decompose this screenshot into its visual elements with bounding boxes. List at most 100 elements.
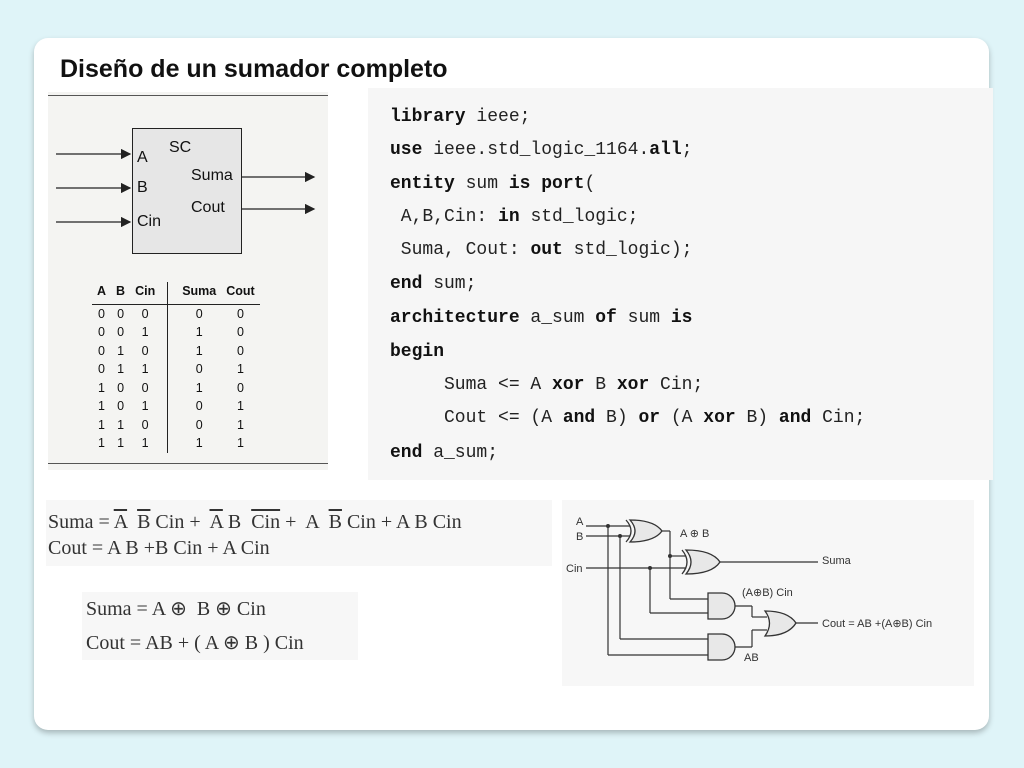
code-keyword: end — [390, 443, 423, 463]
code-text: B) — [735, 408, 779, 428]
circuit-svg: A B Cin A ⊕ B Suma (A⊕B) Cin Cout = AB +… — [566, 516, 932, 664]
code-line: entity sum is port( — [390, 174, 595, 194]
code-keyword: or — [638, 408, 661, 428]
block-and-truth-table-panel: SC A B Cin Suma Cout A B Cin Suma Cout 0… — [48, 92, 328, 470]
code-line: A,B,Cin: in std_logic; — [390, 207, 639, 227]
block-input-b: B — [137, 179, 148, 196]
equation-text: Cin + A B Cin — [341, 511, 462, 533]
circuit-label-b: B — [576, 531, 583, 543]
table-cell: 0 — [195, 417, 203, 432]
table-cell: 1 — [195, 343, 203, 358]
code-line: Suma <= A xor B xor Cin; — [390, 375, 703, 395]
code-text: sum — [454, 174, 509, 194]
code-line: library ieee; — [390, 107, 530, 127]
table-cell: 0 — [130, 304, 169, 323]
code-line: end sum; — [390, 274, 476, 294]
equation-cout-xor: Cout = AB + ( A ⊕ B ) Cin — [86, 632, 304, 654]
table-cell: 0 — [195, 362, 203, 377]
circuit-label-xor1: A ⊕ B — [680, 528, 709, 540]
code-keyword: end — [390, 274, 423, 294]
table-cell: 0 — [98, 362, 105, 377]
code-keyword: begin — [390, 342, 445, 362]
code-text: B) — [595, 408, 639, 428]
code-text — [530, 174, 541, 194]
code-text: Suma, Cout: — [390, 240, 531, 260]
equation-cout-sop: Cout = A B +B Cin + A Cin — [48, 537, 270, 560]
table-cell: 1 — [237, 399, 244, 414]
block-output-cout: Cout — [191, 199, 225, 216]
header-cout: Cout — [221, 282, 260, 305]
header-cin: Cin — [130, 282, 169, 305]
equation-text: B — [222, 511, 252, 533]
table-cell: 0 — [195, 399, 203, 414]
code-text: Cout <= (A — [390, 408, 563, 428]
code-line: begin — [390, 342, 444, 362]
table-cell: 1 — [130, 323, 169, 342]
code-text: Cin; — [811, 408, 866, 428]
code-keyword: is — [508, 174, 531, 194]
divider — [48, 95, 328, 96]
negated-term: B — [137, 511, 151, 533]
code-keyword: port — [541, 174, 585, 194]
equation-suma-sop: Suma = A B Cin + A B Cin + A B Cin + A B… — [48, 511, 462, 534]
table-cell: 0 — [130, 378, 169, 397]
block-input-cin: Cin — [137, 213, 162, 230]
code-keyword: xor — [616, 375, 650, 395]
code-text: std_logic; — [519, 207, 639, 227]
table-cell: 0 — [195, 306, 203, 321]
table-cell: 0 — [98, 343, 105, 358]
table-cell: 0 — [237, 380, 244, 395]
table-cell: 1 — [195, 436, 203, 451]
table-cell: 1 — [98, 417, 105, 432]
circuit-label-cout: Cout = AB +(A⊕B) Cin — [822, 618, 932, 630]
equation-text: Suma = — [48, 511, 114, 533]
table-cell: 1 — [237, 417, 244, 432]
table-cell: 1 — [130, 434, 169, 453]
circuit-label-cin: Cin — [566, 563, 583, 575]
xor-equations: Suma = A ⊕ B ⊕ Cin Cout = AB + ( A ⊕ B )… — [82, 592, 358, 660]
negated-term: B — [328, 511, 342, 533]
page-title: Diseño de un sumador completo — [60, 55, 448, 83]
table-cell: 0 — [237, 306, 244, 321]
table-cell: 0 — [130, 341, 169, 360]
table-cell: 1 — [117, 343, 125, 358]
code-keyword: library — [390, 107, 466, 127]
code-text: ( — [584, 174, 596, 194]
table-cell: 1 — [117, 362, 125, 377]
code-text: ieee; — [465, 107, 531, 127]
code-line: Cout <= (A and B) or (A xor B) and Cin; — [390, 408, 865, 428]
code-line: architecture a_sum of sum is — [390, 308, 692, 328]
circuit-label-suma: Suma — [822, 555, 852, 567]
code-text: sum; — [422, 274, 477, 294]
negated-term: A — [113, 511, 128, 533]
table-cell: 0 — [98, 306, 105, 321]
code-keyword: and — [562, 408, 596, 428]
vhdl-code-panel: library ieee; use ieee.std_logic_1164.al… — [368, 88, 993, 480]
block-output-suma: Suma — [191, 167, 233, 184]
code-keyword: xor — [703, 408, 736, 428]
table-cell: 1 — [117, 417, 125, 432]
table-cell: 0 — [117, 399, 125, 414]
code-text: (A — [660, 408, 704, 428]
block-arrows — [56, 148, 316, 228]
table-cell: 1 — [237, 362, 244, 377]
code-text: a_sum; — [422, 443, 499, 463]
truth-table-header: A B Cin Suma Cout — [92, 282, 260, 305]
header-a: A — [92, 282, 112, 305]
table-cell: 1 — [117, 436, 125, 451]
code-text: Cin; — [649, 375, 704, 395]
table-cell: 1 — [130, 360, 169, 379]
code-text: sum — [616, 308, 671, 328]
equation-text: Cin + — [150, 511, 210, 533]
full-adder-circuit: A B Cin A ⊕ B Suma (A⊕B) Cin Cout = AB +… — [562, 500, 974, 686]
negated-term: A — [209, 511, 223, 533]
table-cell: 0 — [130, 415, 169, 434]
code-text: B — [584, 375, 617, 395]
code-keyword: use — [390, 140, 423, 160]
circuit-label-and2: AB — [744, 652, 759, 664]
